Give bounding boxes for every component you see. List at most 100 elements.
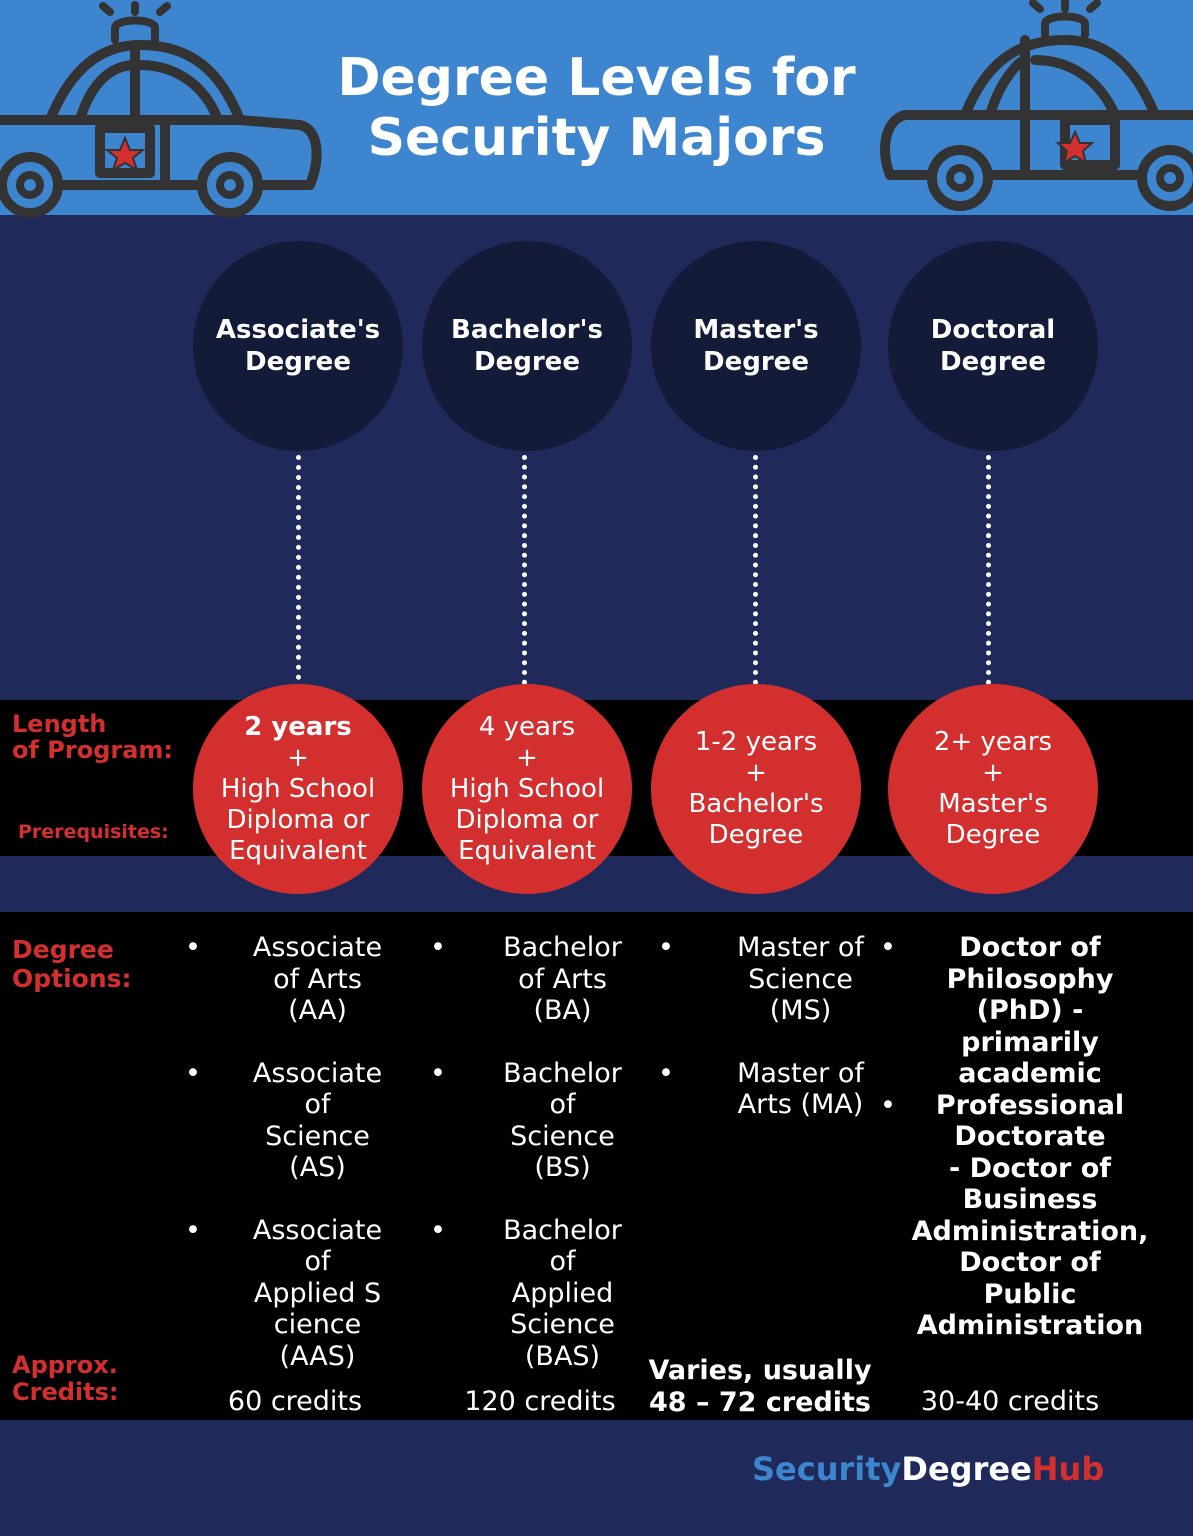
option-line: Science [748, 963, 853, 995]
degree-name-line: Doctoral [930, 315, 1056, 345]
option-line: of Arts [518, 963, 607, 995]
prerequisite-line: Bachelor's [688, 789, 824, 819]
option-line: of Arts [273, 963, 362, 995]
prerequisite-line: Diploma or [455, 804, 599, 835]
list-item: • Bachelor of Science (BS) [430, 1058, 660, 1184]
prerequisite-line: High School [449, 773, 605, 804]
option-text: Associate of Arts (AA) [220, 932, 415, 1027]
option-text: Master of Science (MS) [703, 932, 898, 1027]
option-line: Doctor of [959, 1247, 1101, 1278]
connector-dotted-line [986, 455, 991, 685]
police-car-icon [880, 0, 1193, 211]
option-line: Administration, [911, 1215, 1149, 1247]
requirement-circle-master: 1-2 years + Bachelor's Degree [651, 684, 861, 894]
options-list-doctoral: • Doctor of Philosophy (PhD) - primarily… [880, 932, 1180, 1342]
option-line: (BAS) [524, 1340, 601, 1372]
connector-dotted-line [753, 455, 758, 685]
siren-icon [1029, 0, 1101, 39]
list-item: • Associate of Science (AS) [185, 1058, 415, 1184]
brand-part: Security [752, 1450, 902, 1488]
option-line: Associate [252, 932, 383, 963]
options-credits-band [0, 912, 1193, 1420]
degree-name-line: Degree [474, 347, 580, 377]
credits-doctoral: 30-40 credits [920, 1386, 1100, 1417]
prerequisite-line: Equivalent [458, 835, 596, 866]
title-line: Security Majors [367, 108, 826, 168]
plus-sign: + [745, 758, 767, 788]
option-line: cience [273, 1309, 362, 1340]
requirement-circle-doctoral: 2+ years + Master's Degree [888, 684, 1098, 894]
credits-line: 48 – 72 credits [648, 1386, 872, 1418]
degree-name-line: Degree [940, 347, 1046, 377]
option-line: Associate [252, 1214, 383, 1246]
options-list-associate: • Associate of Arts (AA) • Associate of … [185, 932, 415, 1372]
list-item: • Doctor of Philosophy (PhD) - primarily… [880, 932, 1180, 1090]
option-text: Doctor of Philosophy (PhD) - primarily a… [880, 932, 1180, 1090]
option-line: (AA) [288, 995, 347, 1026]
list-item: • Associate of Arts (AA) [185, 932, 415, 1027]
list-item: • Professional Doctorate - Doctor of Bus… [880, 1090, 1180, 1342]
degree-circle-associate: Associate's Degree [193, 241, 403, 451]
list-item: • Bachelor of Applied Science (BAS) [430, 1215, 660, 1373]
program-length: 1-2 years [694, 727, 818, 757]
option-line: Public [983, 1278, 1077, 1310]
option-line: (BA) [533, 995, 592, 1026]
option-line: Master of [737, 932, 864, 963]
plus-sign: + [516, 742, 538, 773]
option-line: (AS) [289, 1152, 346, 1183]
option-line: of [304, 1089, 331, 1120]
option-line: primarily [961, 1026, 1099, 1058]
degree-name-line: Master's [693, 315, 819, 345]
label-line: Length [12, 710, 107, 738]
option-line: Administration [916, 1310, 1144, 1341]
option-line: Doctor of [959, 932, 1101, 963]
degree-circle-doctoral: Doctoral Degree [888, 241, 1098, 451]
police-car-icon [0, 1, 322, 218]
degree-circle-bachelor: Bachelor's Degree [422, 241, 632, 451]
star-icon [104, 135, 146, 173]
option-line: (PhD) - [976, 995, 1084, 1026]
program-length: 2+ years [933, 727, 1053, 757]
option-text: Bachelor of Science (BS) [465, 1058, 660, 1184]
option-line: academic [958, 1058, 1102, 1089]
brand-part: Degree [901, 1450, 1032, 1488]
degree-name-line: Degree [245, 347, 351, 377]
list-item: • Bachelor of Arts (BA) [430, 932, 660, 1027]
label-line: Options: [12, 964, 132, 993]
plus-sign: + [287, 742, 309, 773]
option-line: Professional [935, 1089, 1125, 1121]
option-text: Professional Doctorate - Doctor of Busin… [880, 1090, 1180, 1342]
degree-name-line: Associate's [215, 315, 381, 345]
option-text: Bachelor of Arts (BA) [465, 932, 660, 1027]
options-list-bachelor: • Bachelor of Arts (BA) • Bachelor of Sc… [430, 932, 660, 1372]
label-line: of Program: [12, 736, 174, 764]
option-line: Science [265, 1120, 370, 1152]
option-line: Science [510, 1309, 615, 1340]
label-line: Credits: [12, 1378, 119, 1406]
degree-options-label: Degree Options: [12, 935, 132, 993]
option-line: of [304, 1246, 331, 1277]
length-label: Length of Program: [12, 711, 173, 763]
brand-logo: SecurityDegreeHub [752, 1450, 1104, 1488]
connector-dotted-line [522, 455, 527, 685]
degree-circle-master: Master's Degree [651, 241, 861, 451]
option-line: Bachelor [503, 1057, 622, 1089]
option-line: Philosophy [946, 963, 1114, 995]
prerequisite-line: Degree [945, 820, 1041, 850]
credits-master: Varies, usually 48 – 72 credits [640, 1355, 880, 1418]
option-text: Associate of Science (AS) [220, 1058, 415, 1184]
degree-name-line: Bachelor's [451, 315, 603, 345]
list-item: • Master of Science (MS) [658, 932, 898, 1027]
option-line: Associate [252, 1057, 383, 1089]
prerequisite-line: Equivalent [229, 835, 367, 866]
degree-name-line: Degree [703, 347, 809, 377]
option-line: Applied S [253, 1277, 382, 1309]
option-text: Bachelor of Applied Science (BAS) [465, 1215, 660, 1373]
prerequisite-line: Master's [938, 789, 1048, 819]
option-text: Associate of Applied S cience (AAS) [220, 1215, 415, 1373]
prerequisite-line: Degree [708, 820, 804, 850]
option-line: (MS) [769, 995, 832, 1026]
list-item: • Associate of Applied S cience (AAS) [185, 1215, 415, 1373]
connector-dotted-line [296, 455, 301, 710]
program-length: 4 years [478, 711, 576, 742]
